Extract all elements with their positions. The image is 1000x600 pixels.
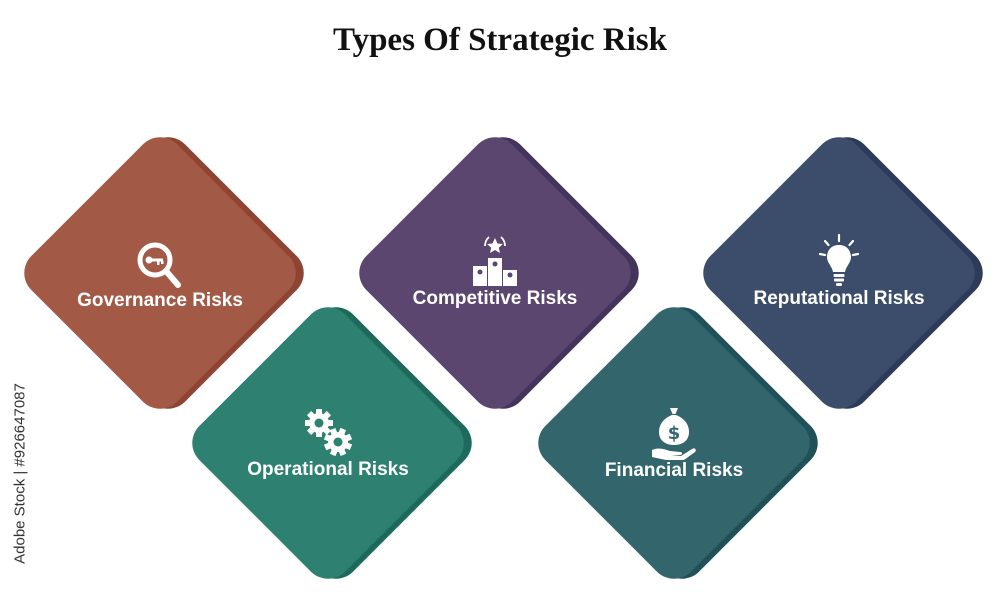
svg-text:$: $ [668, 423, 681, 444]
magnifier-key-icon [137, 242, 181, 288]
lightbulb-icon [818, 233, 860, 286]
gears-icon [305, 409, 353, 457]
competitive-risks-card: Competitive Risks [349, 127, 649, 419]
card-label: Financial Risks [604, 460, 744, 481]
stock-watermark: Adobe Stock | #926647087 [10, 360, 30, 590]
governance-risks-card: Governance Risks [14, 127, 314, 419]
operational-risks-card: Operational Risks [182, 297, 482, 589]
card-label: Competitive Risks [412, 288, 578, 309]
money-bag-hand-icon: $ [652, 408, 696, 460]
card-label: Governance Risks [77, 290, 243, 311]
reputational-risks-card: Reputational Risks [693, 127, 993, 419]
page-title: Types Of Strategic Risk [333, 22, 667, 58]
podium-star-icon [473, 236, 517, 286]
card-label: Reputational Risks [753, 288, 925, 309]
watermark-text: Adobe Stock | #926647087 [11, 383, 29, 564]
financial-risks-card: $ Financial Risks [528, 297, 828, 589]
card-label: Operational Risks [247, 459, 409, 480]
